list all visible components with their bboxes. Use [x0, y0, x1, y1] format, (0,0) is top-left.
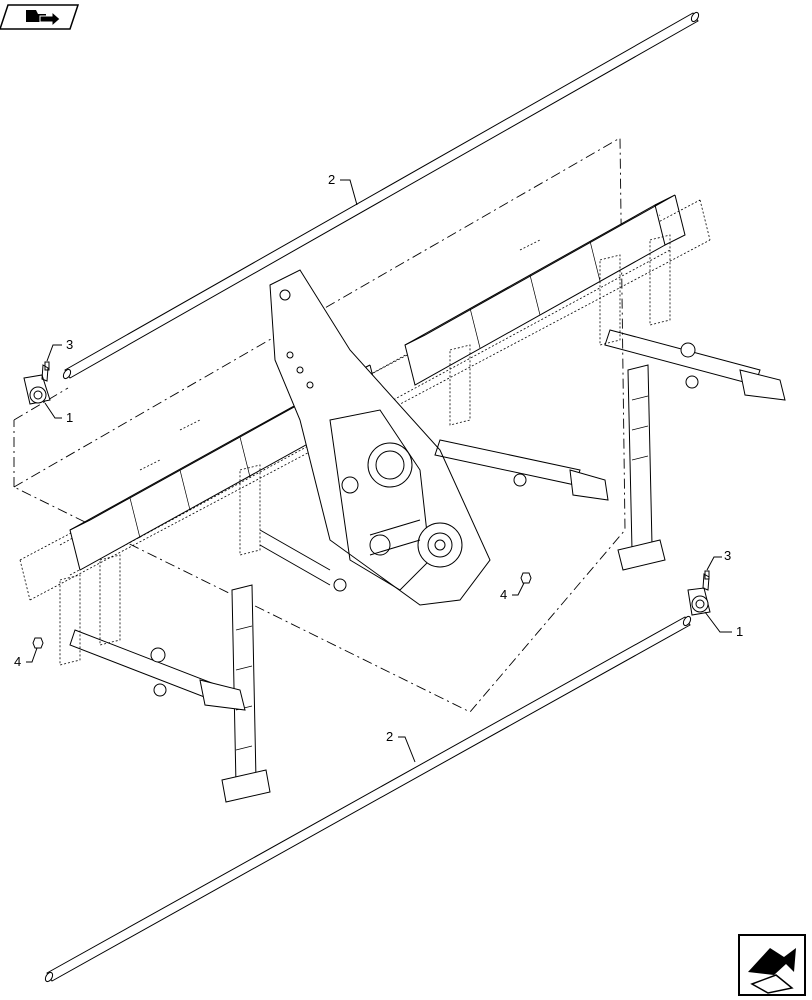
lower-shaft [44, 615, 692, 983]
callout-2-lower: 2 [386, 729, 393, 744]
bearing-flange-left [23, 364, 51, 405]
drive-chain-arms [69, 329, 786, 711]
mount-brackets [59, 234, 671, 666]
callouts: 2 3 1 3 1 4 4 2 [14, 172, 743, 763]
callout-1-upper: 1 [66, 410, 73, 425]
callout-4-center: 4 [500, 587, 507, 602]
callout-3-upper: 3 [66, 337, 73, 352]
callout-1-right: 1 [736, 624, 743, 639]
callout-3-right: 3 [724, 548, 731, 563]
left-leg [221, 584, 271, 803]
right-leg [617, 364, 666, 571]
callout-4-left: 4 [14, 654, 21, 669]
nut-center [520, 572, 532, 584]
bolt-right [704, 570, 710, 580]
bearing-flange-right [687, 573, 711, 616]
nut-left [32, 637, 44, 649]
next-page-arrow-icon[interactable] [738, 934, 806, 996]
square-tube-beam [69, 194, 686, 571]
bolt-left [44, 361, 50, 371]
upper-shaft [62, 11, 700, 380]
manual-book-icon[interactable] [0, 4, 80, 30]
callout-2-upper: 2 [328, 172, 335, 187]
center-mount-plate [269, 269, 491, 606]
group-boundary [13, 137, 626, 713]
